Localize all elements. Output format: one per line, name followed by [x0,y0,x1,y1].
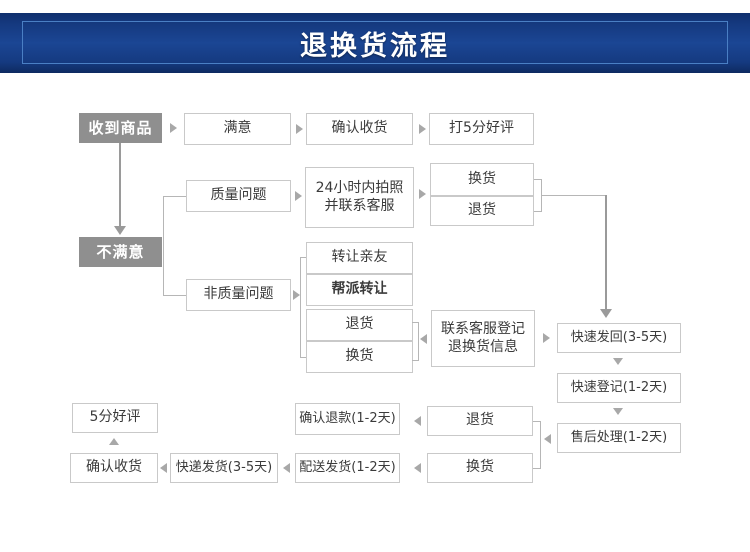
node-delivery-ship: 配送发货(1-2天) [295,453,400,483]
arrow-confirm-receipt-to-rating [109,438,119,445]
connector-bottom-return-in [533,421,541,422]
node-return-bottom: 退货 [427,406,533,436]
node-non-quality-issue: 非质量问题 [186,279,291,311]
node-exchange-nonquality: 换货 [306,341,413,373]
arrow-satisfied-to-confirm [296,124,303,134]
node-exchange-quality: 换货 [430,163,534,196]
arrow-delivery-to-express [283,463,290,473]
connector-received-to-unsatisfied [119,143,121,228]
node-fast-register: 快速登记(1-2天) [557,373,681,403]
connector-q-down-to-sendback [605,195,607,311]
connector-branch-to-quality [163,196,186,197]
node-confirm-refund: 确认退款(1-2天) [295,403,400,435]
arrowhead-received-to-unsatisfied [114,226,126,235]
node-contact-service-register: 联系客服登记 退换货信息 [431,310,535,367]
node-return-nonquality: 退货 [306,309,413,341]
arrow-exchange-to-delivery [414,463,421,473]
arrow-register-to-aftersales [613,408,623,415]
connector-options-spine [300,257,301,357]
node-express-ship: 快递发货(3-5天) [170,453,278,483]
node-after-sales: 售后处理(1-2天) [557,423,681,453]
arrow-service-to-sendback [543,333,550,343]
node-satisfied: 满意 [184,113,291,145]
node-gang-transfer: 帮派转让 [306,274,413,306]
connector-branch-to-nonquality [163,295,186,296]
node-fast-send-back: 快速发回(3-5天) [557,323,681,353]
arrow-return-to-refund [414,416,421,426]
connector-nq-return-exchange-bracket [418,322,419,361]
arrow-sendback-to-register [613,358,623,365]
node-exchange-bottom: 换货 [427,453,533,483]
arrow-received-to-satisfied [170,123,177,133]
node-transfer-friend: 转让亲友 [306,242,413,274]
connector-return-q-out [534,211,542,212]
connector-nq-exchange-out [412,360,419,361]
node-five-star-bottom: 5分好评 [72,403,158,433]
node-quality-issue: 质量问题 [186,180,291,212]
arrow-service-to-nq-options [420,334,427,344]
page-header-banner: 退换货流程 [0,13,750,73]
connector-options-bottom [300,357,307,358]
connector-exchange-q-out [534,179,542,180]
node-return-quality: 退货 [430,196,534,226]
arrow-express-to-confirm-receipt [160,463,167,473]
node-photo-contact-service: 24小时内拍照 并联系客服 [305,167,414,228]
connector-bottom-exchange-in [533,468,541,469]
node-unsatisfied: 不满意 [79,237,162,267]
arrow-confirm-to-rating [419,124,426,134]
page-title: 退换货流程 [300,30,450,62]
node-confirm-receipt-bottom: 确认收货 [70,453,158,483]
connector-options-top [300,257,307,258]
connector-branch-spine [163,196,164,296]
connector-nq-return-out [412,322,419,323]
node-five-star-top: 打5分好评 [429,113,534,145]
connector-bottom-pair-bracket [540,421,541,468]
arrow-quality-to-photo [295,191,302,201]
node-confirm-receipt-top: 确认收货 [306,113,413,145]
arrow-aftersales-to-return-exchange [544,434,551,444]
arrow-photo-to-exchange-return [419,189,426,199]
arrow-nonquality-to-options [293,290,300,300]
node-received-goods: 收到商品 [79,113,162,143]
arrowhead-q-down-to-sendback [600,309,612,318]
connector-q-to-right [541,195,607,196]
